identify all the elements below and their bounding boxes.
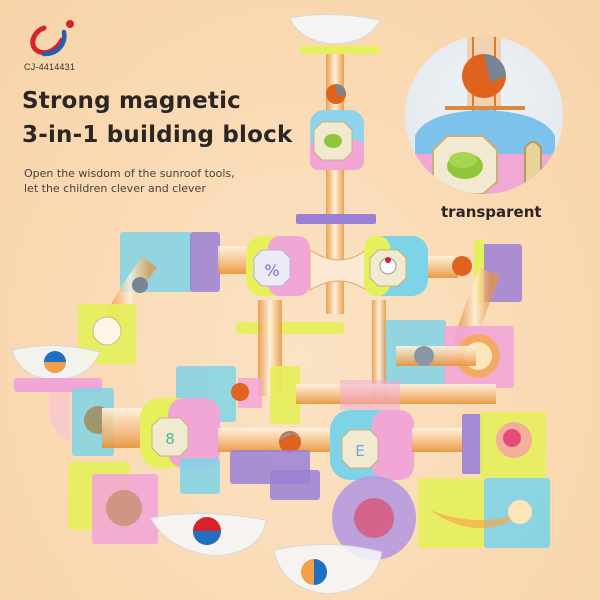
headline-line-1: Strong magnetic — [22, 88, 241, 114]
subtitle: Open the wisdom of the sunroof tools, le… — [24, 166, 235, 196]
cube-percent-label: % — [264, 261, 279, 280]
subtitle-line-1: Open the wisdom of the sunroof tools, — [24, 167, 235, 180]
transparent-label: transparent — [441, 203, 542, 221]
transparent-detail-image — [405, 36, 563, 194]
cube-eight-label: 8 — [165, 430, 175, 448]
cube-e-label: E — [355, 442, 364, 460]
subtitle-line-2: let the children clever and clever — [24, 182, 206, 195]
headline-line-2: 3-in-1 building block — [22, 122, 293, 148]
brand-logo-icon — [30, 20, 74, 57]
model-code: CJ-4414431 — [24, 62, 76, 72]
headline: Strong magnetic 3-in-1 building block — [22, 84, 292, 152]
